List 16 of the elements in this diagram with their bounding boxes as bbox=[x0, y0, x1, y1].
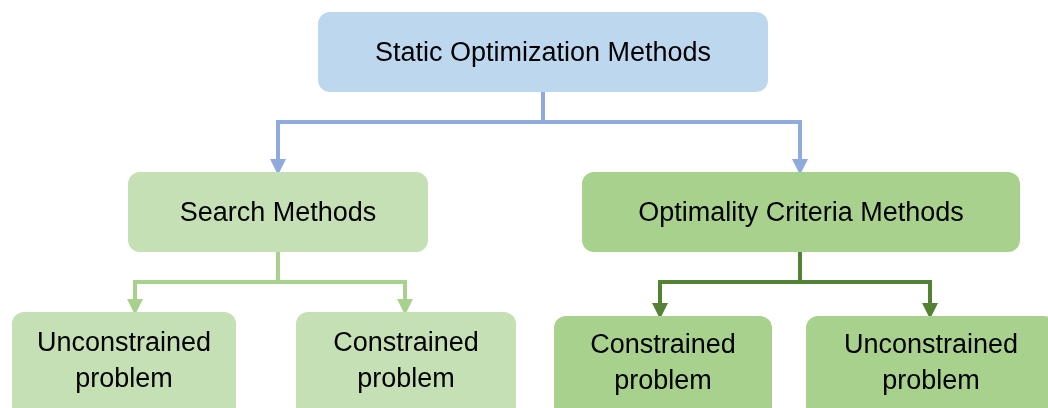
connector-arrow bbox=[276, 252, 413, 315]
category-box bbox=[12, 312, 236, 408]
box-label: Static Optimization Methods bbox=[374, 35, 712, 69]
connector-arrow bbox=[798, 252, 938, 319]
category-box bbox=[318, 12, 768, 92]
box-label: Unconstrained problem bbox=[842, 327, 1020, 397]
category-box bbox=[582, 172, 1020, 252]
box-label: Constrained problem bbox=[589, 327, 737, 397]
category-box bbox=[806, 316, 1048, 408]
category-box bbox=[554, 316, 772, 408]
box-label: Optimality Criteria Methods bbox=[638, 195, 964, 229]
category-box bbox=[128, 172, 428, 252]
box-label: Search Methods bbox=[179, 195, 377, 229]
box-label: Constrained problem bbox=[332, 325, 480, 395]
box-label: Unconstrained problem bbox=[35, 325, 213, 395]
category-box bbox=[296, 312, 516, 408]
